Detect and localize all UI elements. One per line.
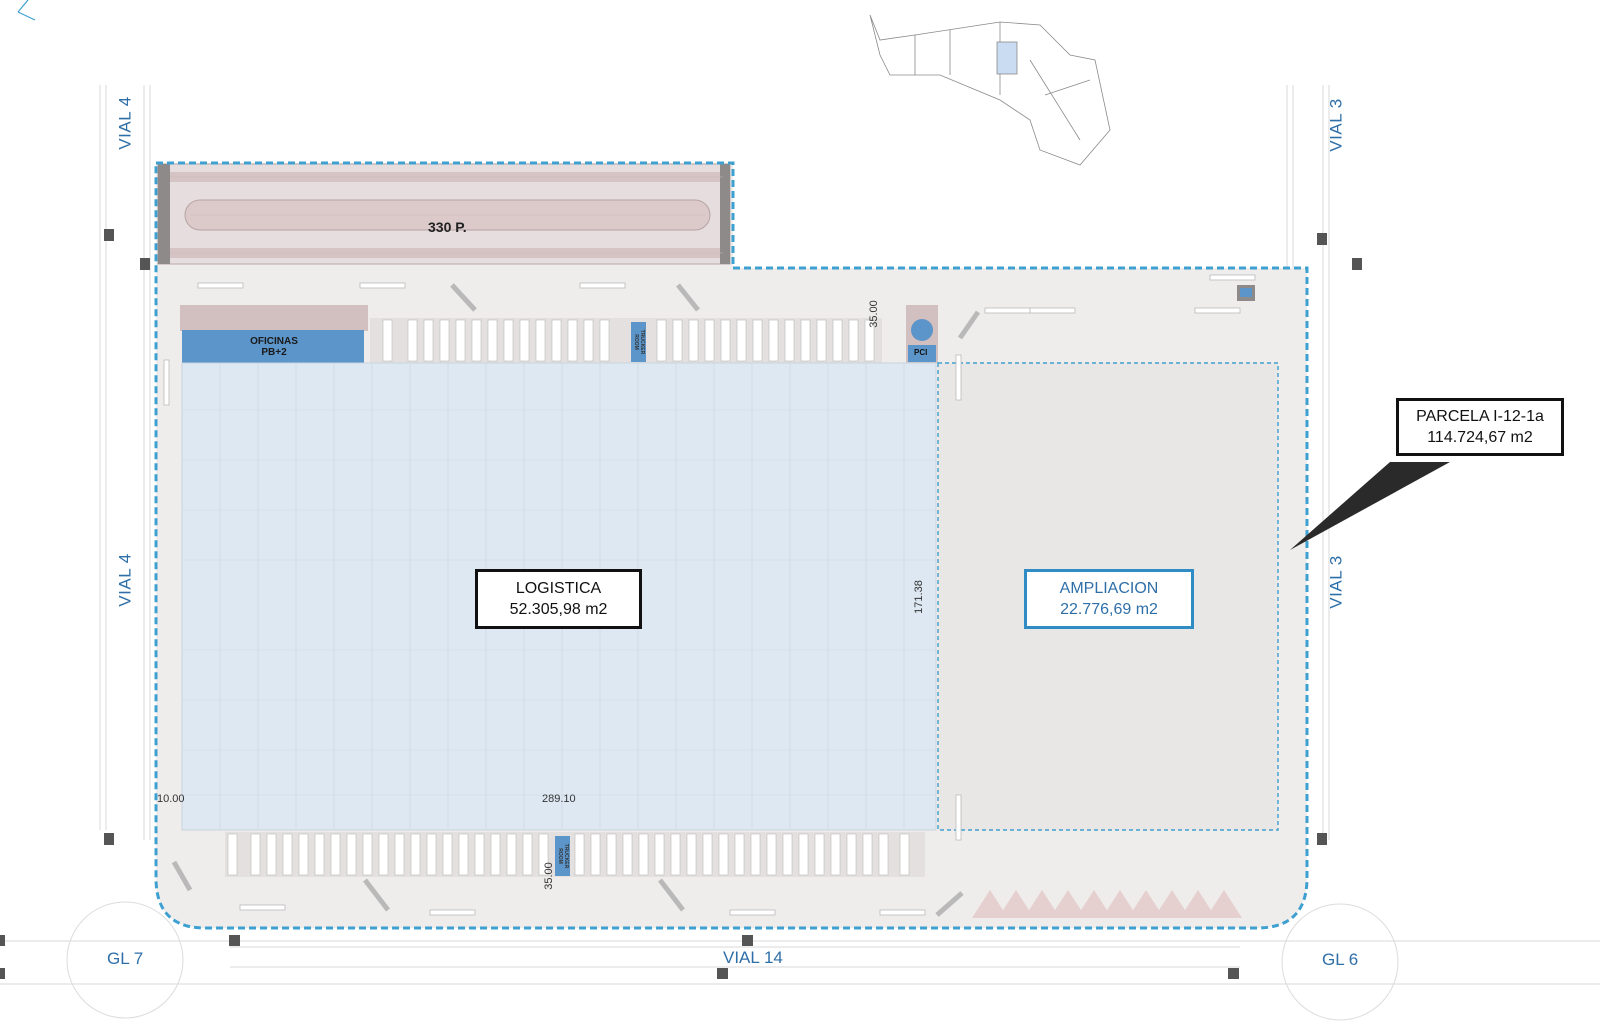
- logistica-label-box: LOGISTICA 52.305,98 m2: [475, 569, 642, 629]
- office-building: [182, 330, 364, 363]
- dock-top: [370, 318, 882, 363]
- road-label-vial-4-mid: VIAL 4: [115, 553, 135, 607]
- location-minimap: [869, 14, 1111, 166]
- road-label-vial-4-top: VIAL 4: [115, 96, 135, 150]
- office-roof: [180, 305, 368, 331]
- road-label-vial-3-top: VIAL 3: [1326, 98, 1346, 152]
- hatched-area: [972, 890, 1242, 918]
- parcela-area: 114.724,67 m2: [1427, 429, 1533, 446]
- trucker-room-bottom-line1: TRUCKER: [563, 843, 569, 869]
- offices-label-line2: PB+2: [261, 347, 287, 358]
- offices-label: OFICINAS PB+2: [226, 336, 322, 358]
- road-markers: [0, 229, 1362, 979]
- dimension-setback: 10.00: [157, 793, 185, 805]
- roundabout-gl7: [66, 901, 184, 1019]
- offices-label-line1: OFICINAS: [250, 336, 298, 347]
- trucker-room-bottom: [555, 836, 570, 876]
- logistica-name: LOGISTICA: [515, 580, 602, 597]
- ampliacion-area: 22.776,69 m2: [1060, 601, 1158, 618]
- pci-tank: [911, 319, 933, 341]
- roundabout-label-gl7: GL 7: [107, 949, 144, 968]
- parcel-boundary: [154, 161, 1309, 930]
- ampliacion-label-box: AMPLIACION 22.776,69 m2: [1024, 569, 1194, 629]
- logistica-area: 52.305,98 m2: [509, 601, 608, 618]
- dimension-dock-bottom: 35.00: [542, 862, 555, 890]
- roundabout-gl6: [1281, 903, 1399, 1021]
- pci-label: PCI: [914, 348, 928, 357]
- trucks: [163, 274, 1256, 917]
- road-label-vial-14: VIAL 14: [723, 948, 783, 967]
- parcel-callout-pointer: [1290, 462, 1450, 550]
- trucker-room-top: [631, 322, 646, 362]
- trucker-room-top-label: TRUCKER ROOM: [633, 327, 645, 357]
- road-vial-14-lines: [0, 940, 1600, 985]
- parking-stall-lines: [170, 176, 723, 254]
- trucker-room-top-line1: TRUCKER: [639, 329, 645, 355]
- road-label-vial-3-mid: VIAL 3: [1326, 555, 1346, 609]
- road-vial-4-lines: [99, 85, 151, 840]
- ampliacion-name: AMPLIACION: [1059, 580, 1159, 597]
- dimension-depth: 171.38: [912, 580, 925, 614]
- dock-doors-top: [382, 319, 875, 362]
- roundabout-label-gl6: GL 6: [1322, 950, 1359, 969]
- dock-doors-bottom: [227, 833, 910, 876]
- trucker-room-bottom-label: TRUCKER ROOM: [557, 841, 569, 871]
- trucker-room-top-line2: ROOM: [633, 334, 639, 350]
- dimension-dock-top: 35.00: [867, 300, 880, 328]
- trucker-room-bottom-line2: ROOM: [557, 848, 563, 864]
- parking-label: 330 P.: [428, 219, 467, 235]
- dimension-length: 289.10: [542, 793, 576, 805]
- parcela-label-box: PARCELA I-12-1a 114.724,67 m2: [1396, 398, 1564, 456]
- parcela-name: PARCELA I-12-1a: [1416, 408, 1544, 425]
